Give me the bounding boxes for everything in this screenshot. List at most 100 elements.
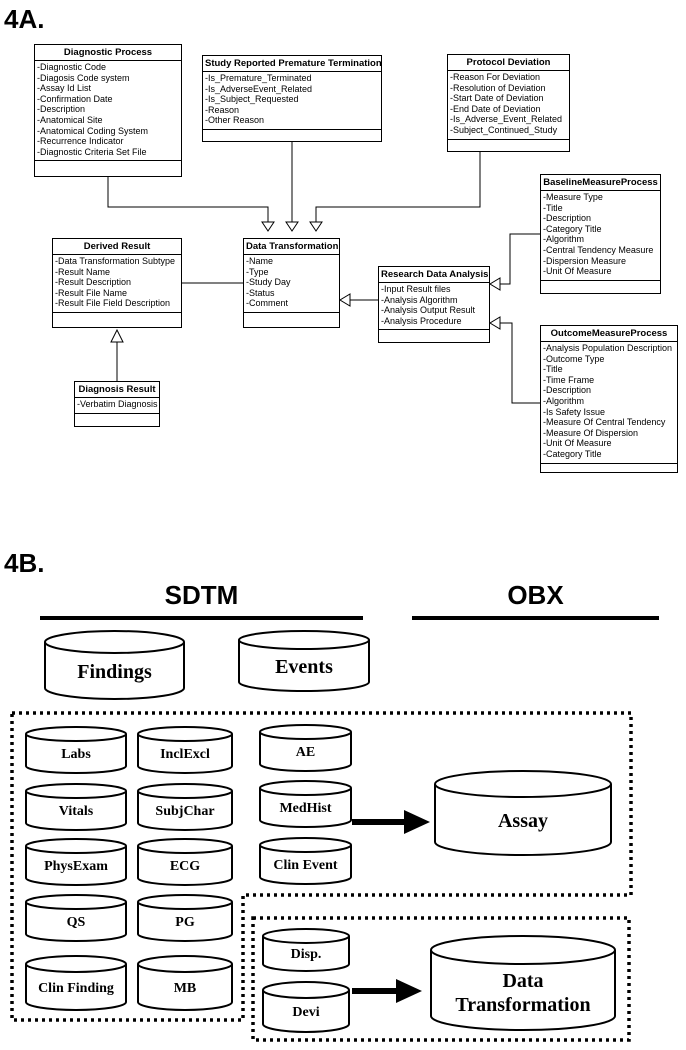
uml-connectors (107, 142, 540, 404)
cylinder-mb: MB (137, 955, 233, 1011)
cylinder-label: Labs (61, 747, 91, 762)
class-attributes: -Verbatim Diagnosis (75, 398, 159, 414)
attribute: -Subject_Continued_Study (450, 124, 558, 135)
attribute: -Analysis Procedure (381, 315, 462, 326)
attribute: -Algorithm (543, 234, 585, 245)
cylinder-label-line: Transformation (455, 993, 591, 1016)
class-diagnostic-process: Diagnostic Process -Diagnostic Code -Dia… (34, 44, 182, 177)
cylinder-label: ECG (169, 859, 201, 874)
class-data-transformation: Data Transformation -Name -Type -Study D… (243, 238, 340, 328)
cylinder-label: MB (173, 980, 197, 996)
cylinder-shape (262, 928, 350, 972)
attribute: -Resolution of Deviation (450, 82, 546, 93)
attribute: -Assay Id List (37, 83, 92, 94)
class-title: Diagnosis Result (75, 382, 159, 398)
attribute: -Confirmation Date (37, 93, 113, 104)
class-attributes: -Reason For Deviation -Resolution of Dev… (448, 71, 569, 140)
attribute: -Description (37, 104, 86, 115)
arrow-to-data-transformation (352, 979, 422, 1003)
cylinder-pg: PG (137, 894, 233, 942)
attribute: -Verbatim Diagnosis (77, 399, 158, 409)
class-title: OutcomeMeasureProcess (541, 326, 677, 342)
attribute: -Anatomical Coding System (37, 125, 149, 136)
cylinder-shape (25, 955, 127, 1011)
cylinder-shape (44, 630, 185, 700)
cylinder-shape (25, 783, 127, 831)
figure-label-4a: 4A. (4, 4, 45, 34)
attribute: -Is_Adverse_Event_Related (450, 114, 563, 125)
cylinder-subjchar: SubjChar (137, 783, 233, 831)
attribute: -Data Transformation Subtype (55, 256, 176, 266)
cylinder-label: Clin Event (273, 858, 338, 873)
attribute: -Study Day (246, 277, 291, 288)
cylinder-physexam: PhysExam (25, 838, 127, 886)
cylinder-assay: Assay (434, 770, 612, 856)
attribute: -Measure Of Central Tendency (543, 417, 666, 428)
cylinder-label: Assay (497, 810, 548, 832)
attribute: -Diagnostic Criteria Set File (37, 146, 147, 157)
cylinder-label: Devi (292, 1004, 320, 1020)
class-attributes: -Data Transformation Subtype -Result Nam… (53, 255, 181, 313)
cylinder-labs: Labs (25, 726, 127, 774)
cylinder-shape (238, 630, 370, 692)
attribute: -Is_Subject_Requested (205, 94, 299, 105)
class-research-data-analysis: Research Data Analysis -Input Result fil… (378, 266, 490, 343)
cylinder-label: Disp. (290, 947, 322, 962)
cylinder-shape (25, 894, 127, 942)
cylinder-ecg: ECG (137, 838, 233, 886)
cylinder-label: AE (295, 745, 316, 760)
attribute: -Analysis Algorithm (381, 294, 458, 305)
cylinder-medhist: MedHist (259, 780, 352, 828)
class-title: Data Transformation (244, 239, 339, 255)
attribute: -Is_AdverseEvent_Related (205, 83, 313, 94)
class-derived-result: Derived Result -Data Transformation Subt… (52, 238, 182, 328)
class-title: Derived Result (53, 239, 181, 255)
class-attributes: -Diagnostic Code -Diagosis Code system -… (35, 61, 181, 162)
class-attributes: -Name -Type -Study Day -Status -Comment (244, 255, 339, 313)
cylinder-label: MedHist (279, 801, 332, 816)
attribute: -Diagnostic Code (37, 62, 107, 72)
attribute: -Time Frame (543, 374, 595, 385)
cylinder-qs: QS (25, 894, 127, 942)
attribute: -Recurrence Indicator (37, 136, 124, 147)
class-title: Study Reported Premature Termination (203, 56, 382, 72)
cylinder-shape (259, 837, 352, 885)
attribute: -Description (543, 385, 592, 396)
attribute: -Unit Of Measure (543, 438, 612, 449)
class-attributes: -Measure Type -Title -Description -Categ… (541, 191, 660, 281)
cylinder-shape (137, 838, 233, 886)
attribute: -Title (543, 202, 563, 213)
class-baseline-measure-process: BaselineMeasureProcess -Measure Type -Ti… (540, 174, 661, 294)
obx-heading: OBX (507, 580, 564, 610)
attribute: -Start Date of Deviation (450, 93, 544, 104)
class-premature-termination: Study Reported Premature Termination -Is… (202, 55, 382, 142)
cylinder-label: SubjChar (155, 804, 215, 819)
attribute: -Category Title (543, 448, 602, 459)
attribute: -Input Result files (381, 284, 451, 294)
cylinder-clin-event: Clin Event (259, 837, 352, 885)
cylinder-shape (434, 770, 612, 856)
cylinder-shape (430, 935, 616, 1031)
cylinder-label: InclExcl (160, 747, 210, 762)
attribute: -End Date of Deviation (450, 103, 541, 114)
attribute: -Measure Of Dispersion (543, 427, 639, 438)
cylinder-shape (137, 955, 233, 1011)
attribute: -Anatomical Site (37, 114, 103, 125)
cylinder-label: Vitals (58, 804, 94, 819)
attribute: -Unit Of Measure (543, 266, 612, 277)
class-title: Protocol Deviation (448, 55, 569, 71)
attribute: -Name (246, 256, 274, 266)
cylinder-vitals: Vitals (25, 783, 127, 831)
cylinder-shape (25, 726, 127, 774)
class-protocol-deviation: Protocol Deviation -Reason For Deviation… (447, 54, 570, 152)
arrow-to-assay (352, 810, 430, 834)
attribute: -Central Tendency Measure (543, 244, 654, 255)
cylinder-shape (137, 726, 233, 774)
class-attributes: -Input Result files -Analysis Algorithm … (379, 283, 489, 331)
cylinder-shape (259, 724, 352, 772)
attribute: -Outcome Type (543, 353, 605, 364)
cylinder-disp: Disp. (262, 928, 350, 972)
cylinder-shape (262, 981, 350, 1033)
